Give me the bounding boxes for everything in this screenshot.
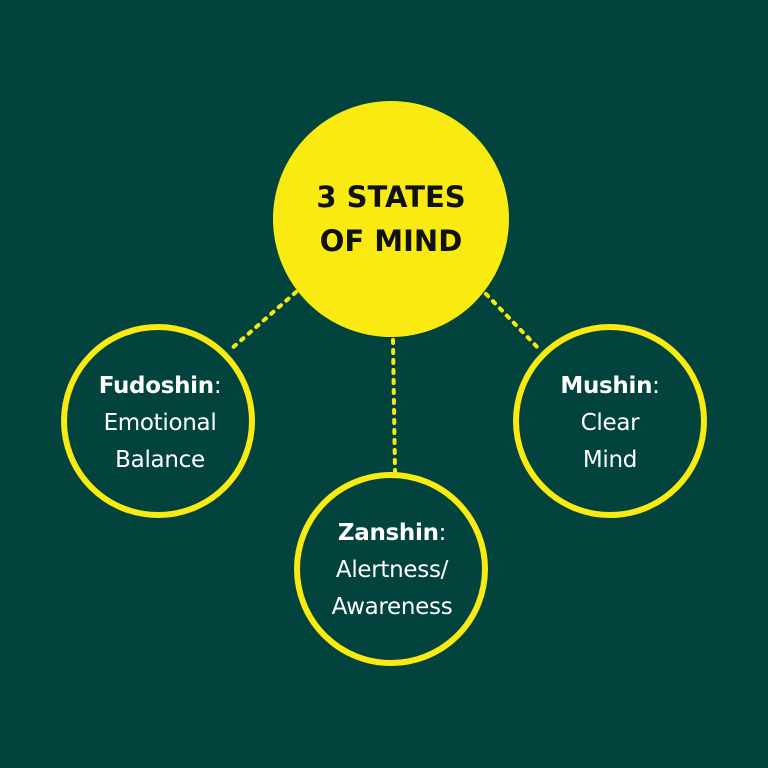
node-fudoshin-colon: :	[213, 373, 222, 399]
connector-left	[228, 290, 298, 352]
node-circle-fudoshin	[61, 324, 255, 518]
node-circle-zanshin	[294, 472, 488, 666]
node-zanshin-line3: Awareness	[331, 594, 453, 620]
node-fudoshin: Fudoshin: Emotional Balance	[60, 368, 260, 479]
node-mushin-line3: Mind	[582, 447, 638, 473]
node-mushin: Mushin: Clear Mind	[510, 368, 710, 479]
node-circle-mushin	[513, 324, 707, 518]
connector-right	[484, 292, 542, 352]
node-zanshin-line2: Alertness/	[335, 557, 449, 583]
connector-bottom	[391, 338, 397, 474]
node-zanshin-title: Zanshin:	[287, 515, 497, 552]
node-fudoshin-line2: Emotional	[103, 410, 217, 436]
node-fudoshin-name: Fudoshin	[98, 373, 214, 399]
center-title-line2: OF MIND	[319, 224, 463, 258]
node-mushin-line2: Clear	[580, 410, 640, 436]
center-circle	[273, 101, 509, 337]
node-mushin-colon: :	[652, 373, 660, 399]
node-zanshin-name: Zanshin	[337, 520, 439, 546]
node-mushin-name: Mushin	[560, 373, 653, 399]
node-zanshin: Zanshin: Alertness/ Awareness	[287, 515, 497, 626]
node-fudoshin-title: Fudoshin:	[60, 368, 260, 405]
center-title: 3 STATES OF MIND	[296, 175, 486, 263]
node-mushin-title: Mushin:	[510, 368, 710, 405]
node-zanshin-colon: :	[438, 520, 447, 546]
node-fudoshin-line3: Balance	[115, 447, 205, 473]
center-title-line1: 3 STATES	[316, 180, 466, 214]
